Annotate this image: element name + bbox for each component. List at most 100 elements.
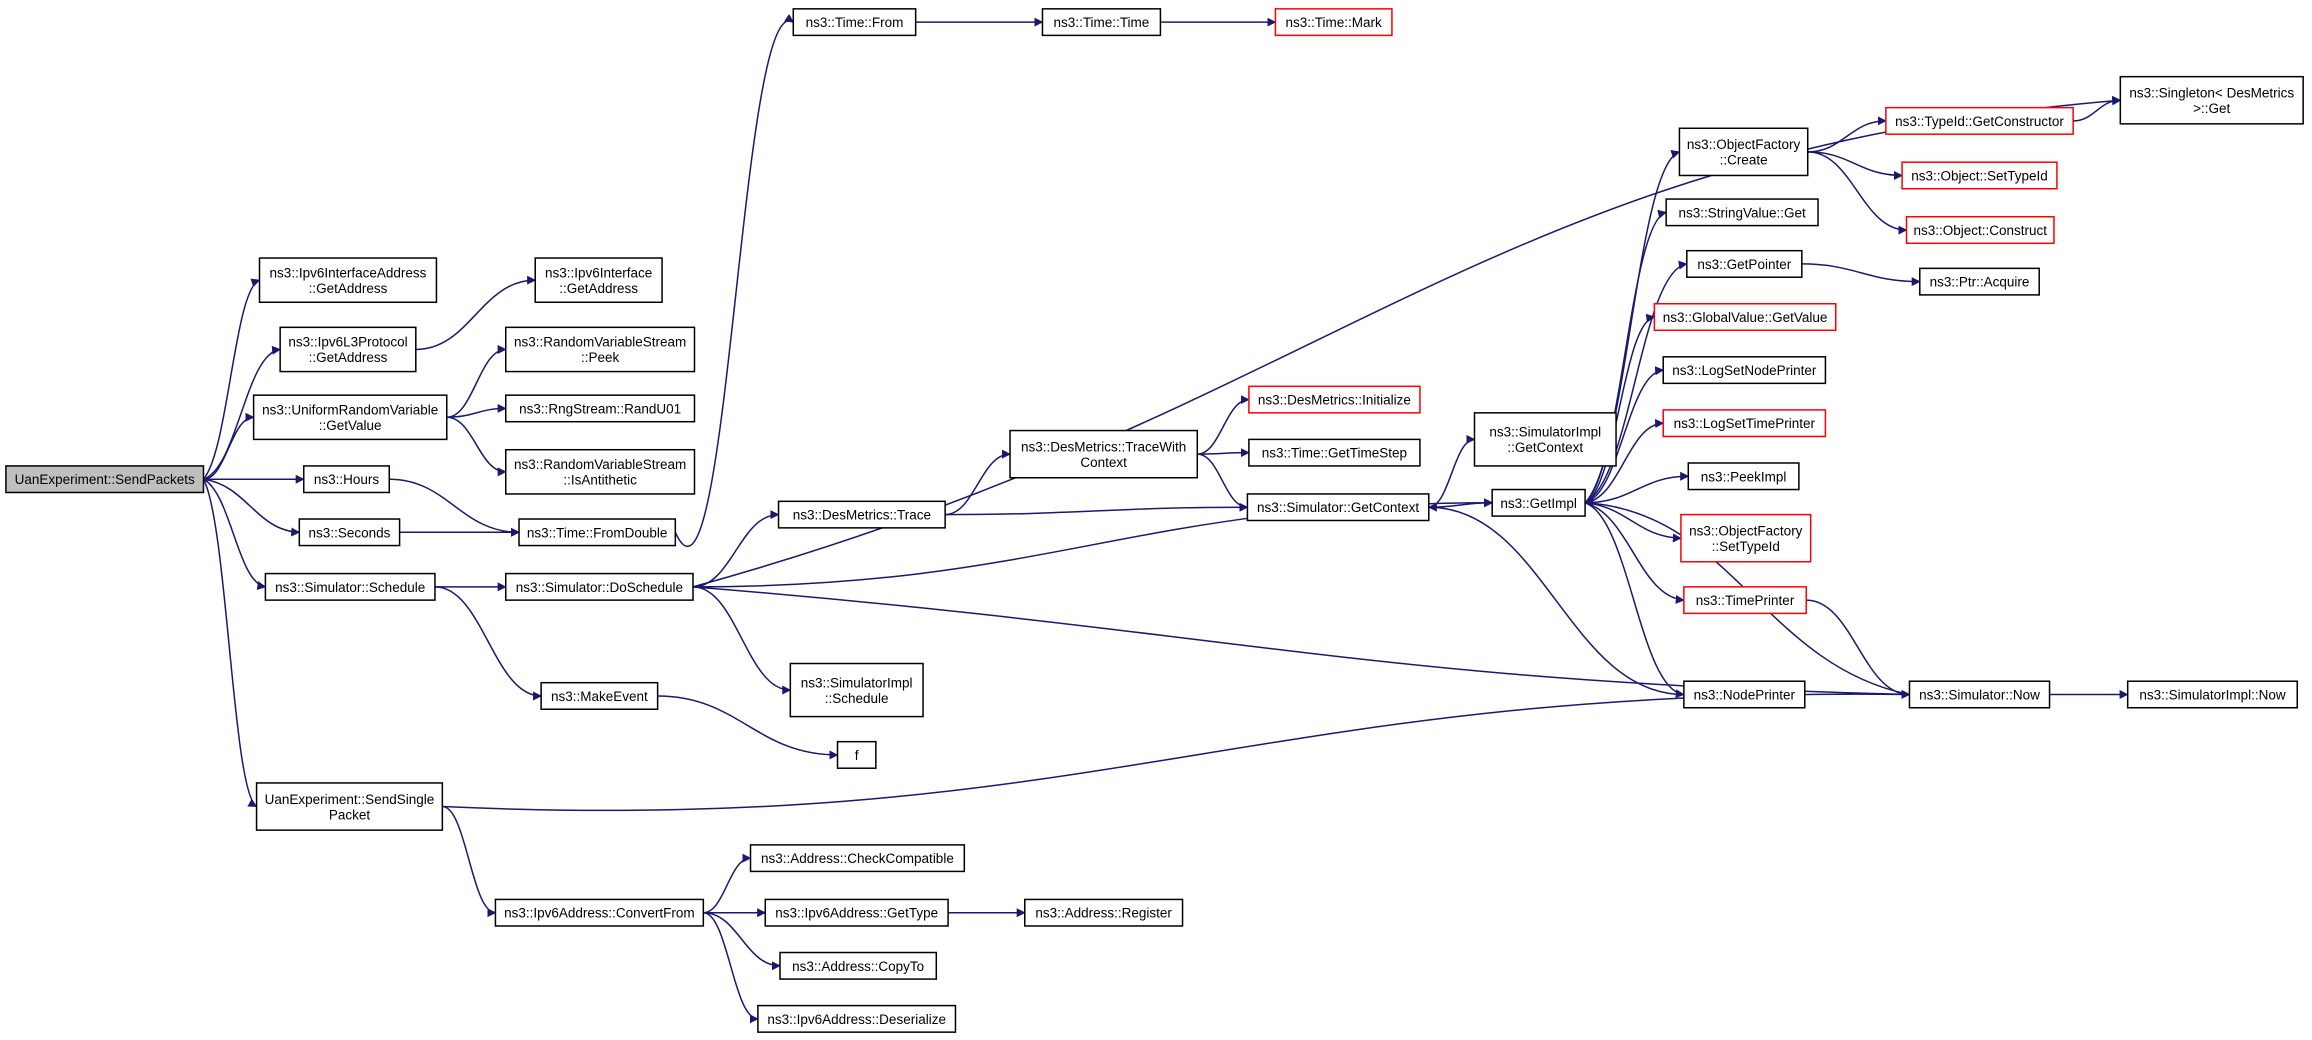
node-ipv6l3-getaddr[interactable]: ns3::Ipv6L3Protocol::GetAddress	[279, 326, 417, 373]
node-box	[1683, 586, 1807, 615]
node-ipv6addr-convertfrom[interactable]: ns3::Ipv6Address::ConvertFrom	[494, 898, 705, 927]
node-label: ns3::UniformRandomVariable	[262, 403, 438, 418]
node-label: Packet	[329, 807, 371, 822]
node-box	[302, 465, 391, 494]
node-seconds[interactable]: ns3::Seconds	[298, 518, 401, 547]
node-hours[interactable]: ns3::Hours	[302, 465, 391, 494]
node-box	[1662, 356, 1827, 385]
node-label: ns3::TimePrinter	[1696, 593, 1795, 608]
node-makeevent[interactable]: ns3::MakeEvent	[540, 681, 659, 710]
edge-urv_getvalue-to-rng_randu01	[446, 403, 507, 419]
node-object-settypeid[interactable]: ns3::Object::SetTypeId	[1901, 161, 2058, 190]
node-objfactory-create[interactable]: ns3::ObjectFactory::Create	[1678, 127, 1809, 177]
node-timeprinter[interactable]: ns3::TimePrinter	[1683, 586, 1807, 615]
node-ipv6addr-gettype[interactable]: ns3::Ipv6Address::GetType	[764, 898, 949, 927]
node-box	[1248, 385, 1421, 414]
node-ptr-acquire[interactable]: ns3::Ptr::Acquire	[1919, 267, 2040, 296]
node-sim-now[interactable]: ns3::Simulator::Now	[1908, 680, 2051, 709]
node-stringvalue-get[interactable]: ns3::StringValue::Get	[1665, 198, 1819, 227]
node-label: ns3::Hours	[314, 472, 380, 487]
node-box	[518, 518, 677, 547]
node-object-construct[interactable]: ns3::Object::Construct	[1905, 216, 2055, 245]
node-label: >::Get	[2193, 101, 2230, 116]
node-addr-copyto[interactable]: ns3::Address::CopyTo	[779, 951, 938, 980]
node-box	[779, 951, 938, 980]
node-label: ns3::Address::CheckCompatible	[761, 851, 954, 866]
edge-sendpackets-to-ipv6l3_getaddr	[203, 345, 282, 480]
edge-hours-to-time_fromdouble	[389, 478, 520, 537]
node-ipv6ifaddr-getaddr[interactable]: ns3::Ipv6InterfaceAddress::GetAddress	[258, 257, 438, 304]
node-addr-register[interactable]: ns3::Address::Register	[1024, 898, 1184, 927]
node-rvs-peek[interactable]: ns3::RandomVariableStream::Peek	[505, 326, 696, 373]
node-typeid-getctor[interactable]: ns3::TypeId::GetConstructor	[1885, 106, 2074, 135]
node-logsetnodeprinter[interactable]: ns3::LogSetNodePrinter	[1662, 356, 1827, 385]
node-time-mark[interactable]: ns3::Time::Mark	[1274, 8, 1393, 37]
node-label: ::GetContext	[1507, 440, 1583, 455]
node-label: ::GetAddress	[309, 350, 388, 365]
node-ipv6addr-deserialize[interactable]: ns3::Ipv6Address::Deserialize	[757, 1004, 957, 1033]
edge-timeprinter-to-sim_now	[1806, 599, 1911, 699]
node-box	[1041, 8, 1162, 37]
node-label: ns3::RandomVariableStream	[514, 457, 686, 472]
node-ipv6iface-getaddr[interactable]: ns3::Ipv6Interface::GetAddress	[534, 257, 663, 304]
node-simimpl-schedule[interactable]: ns3::SimulatorImpl::Schedule	[789, 662, 924, 718]
edge-nodeprinter-to-sim_getcontext	[1427, 502, 1684, 696]
node-singleton-get[interactable]: ns3::Singleton< DesMetrics>::Get	[2119, 75, 2304, 125]
node-label: ns3::Ipv6InterfaceAddress	[270, 265, 427, 280]
edge-ipv6l3_getaddr-to-ipv6iface_getaddr	[415, 275, 537, 351]
node-box	[764, 898, 949, 927]
node-label: ns3::Ipv6Address::Deserialize	[767, 1012, 946, 1027]
node-box	[1683, 680, 1806, 709]
node-time-time[interactable]: ns3::Time::Time	[1041, 8, 1162, 37]
node-f[interactable]: f	[836, 740, 877, 769]
node-box	[1653, 302, 1837, 332]
edge-objfactory_create-to-typeid_getctor	[1807, 116, 1887, 153]
node-label: ns3::DesMetrics::TraceWith	[1021, 439, 1186, 454]
node-objfactory-settypeid[interactable]: ns3::ObjectFactory::SetTypeId	[1680, 513, 1812, 563]
node-peekimpl[interactable]: ns3::PeekImpl	[1687, 462, 1800, 491]
node-label: ::Create	[1720, 153, 1768, 168]
node-getpointer[interactable]: ns3::GetPointer	[1686, 249, 1803, 278]
node-nodeprinter[interactable]: ns3::NodePrinter	[1683, 680, 1806, 709]
edge-urv_getvalue-to-rvs_isanti	[446, 416, 507, 477]
node-desm-init[interactable]: ns3::DesMetrics::Initialize	[1248, 385, 1421, 414]
node-globalvalue-getvalue[interactable]: ns3::GlobalValue::GetValue	[1653, 302, 1837, 332]
node-box	[1680, 513, 1812, 563]
node-label: ns3::Time::Time	[1054, 15, 1150, 30]
node-box	[2126, 680, 2299, 709]
node-urv-getvalue[interactable]: ns3::UniformRandomVariable::GetValue	[252, 394, 448, 441]
node-rng-randu01[interactable]: ns3::RngStream::RandU01	[505, 394, 696, 423]
node-time-gettimestep[interactable]: ns3::Time::GetTimeStep	[1248, 438, 1421, 467]
node-time-from[interactable]: ns3::Time::From	[792, 8, 917, 37]
node-box	[258, 257, 438, 304]
node-addr-checkcompat[interactable]: ns3::Address::CheckCompatible	[749, 844, 966, 873]
node-label: ::GetAddress	[559, 281, 638, 296]
edge-desm_tracewith-to-desm_init	[1197, 395, 1250, 455]
node-rvs-isanti[interactable]: ns3::RandomVariableStream::IsAntithetic	[505, 448, 696, 495]
node-sim-doschedule[interactable]: ns3::Simulator::DoSchedule	[505, 572, 694, 601]
node-box	[1009, 429, 1199, 479]
node-logsettimeprinter[interactable]: ns3::LogSetTimePrinter	[1662, 409, 1827, 438]
node-box	[749, 844, 966, 873]
node-label: ns3::PeekImpl	[1701, 469, 1787, 484]
node-box	[1885, 106, 2074, 135]
node-label: ns3::TypeId::GetConstructor	[1895, 114, 2064, 129]
node-time-fromdouble[interactable]: ns3::Time::FromDouble	[518, 518, 677, 547]
node-label: UanExperiment::SendSingle	[265, 792, 435, 807]
node-getimpl[interactable]: ns3::GetImpl	[1491, 488, 1586, 517]
node-sendpackets[interactable]: UanExperiment::SendPackets	[5, 465, 205, 494]
node-simimpl-getcontext[interactable]: ns3::SimulatorImpl::GetContext	[1473, 412, 1617, 467]
node-sim-schedule[interactable]: ns3::Simulator::Schedule	[264, 572, 436, 601]
edge-desm_trace-to-sim_getcontext	[945, 502, 1249, 516]
node-label: ::Schedule	[825, 691, 889, 706]
call-edges	[202, 13, 2129, 1024]
edge-getimpl-to-objfactory_settypeid	[1585, 502, 1682, 543]
node-desm-trace[interactable]: ns3::DesMetrics::Trace	[777, 500, 946, 529]
node-sim-getcontext[interactable]: ns3::Simulator::GetContext	[1246, 493, 1430, 522]
node-label: ns3::DesMetrics::Trace	[793, 508, 931, 523]
node-box	[1686, 249, 1803, 278]
node-simimpl-now[interactable]: ns3::SimulatorImpl::Now	[2126, 680, 2299, 709]
node-box	[1491, 488, 1586, 517]
